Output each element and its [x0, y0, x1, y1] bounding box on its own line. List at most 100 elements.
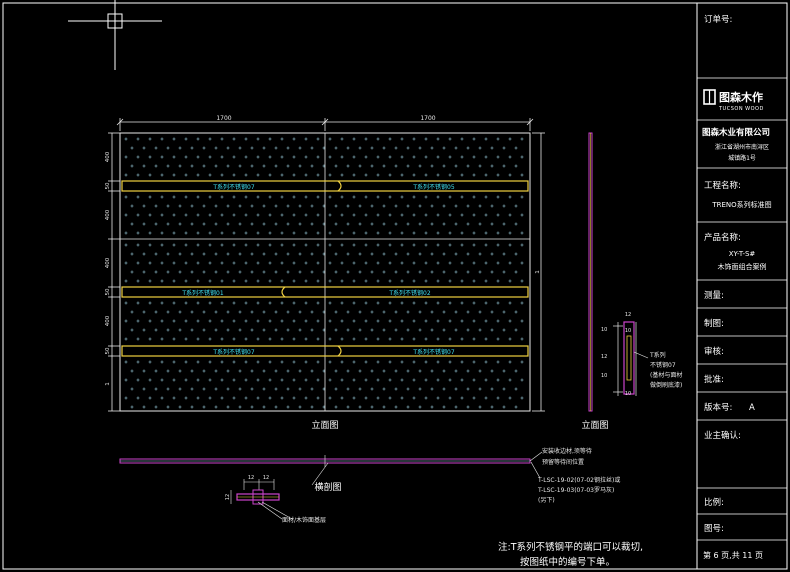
pattern-cross — [358, 387, 362, 391]
strip-3-left-label: T系列不锈钢07 — [212, 348, 254, 356]
pattern-cross — [364, 378, 368, 382]
footer-note-line2: 按图纸中的编号下单。 — [520, 556, 615, 568]
pattern-cross — [190, 252, 194, 256]
pattern-cross — [214, 270, 218, 274]
pattern-cross — [154, 204, 158, 208]
pattern-cross — [472, 279, 476, 283]
pattern-cross — [358, 252, 362, 256]
left-dimension — [108, 132, 120, 412]
pattern-cross — [184, 243, 188, 247]
pattern-cross — [214, 328, 218, 332]
elevation-caption: 立面图 — [311, 419, 338, 431]
pattern-cross — [238, 164, 242, 168]
pattern-cross — [472, 301, 476, 305]
pattern-cross — [400, 319, 404, 323]
side-leader — [633, 351, 649, 359]
pattern-cross — [490, 387, 494, 391]
pattern-cross — [250, 310, 254, 314]
pattern-cross — [352, 279, 356, 283]
pattern-cross — [226, 387, 230, 391]
pattern-cross — [436, 213, 440, 217]
pattern-cross — [304, 396, 308, 400]
pattern-cross — [262, 204, 266, 208]
pattern-cross — [232, 279, 236, 283]
left-dim-2: 400 — [105, 209, 111, 220]
pattern-cross — [418, 164, 422, 168]
pattern-cross — [424, 319, 428, 323]
pattern-cross — [208, 231, 212, 235]
pattern-cross — [502, 369, 506, 373]
pattern-cross — [262, 387, 266, 391]
pattern-cross — [370, 252, 374, 256]
pattern-cross — [232, 261, 236, 265]
pattern-cross — [388, 195, 392, 199]
pattern-cross — [502, 387, 506, 391]
pattern-cross — [316, 279, 320, 283]
pattern-cross — [280, 213, 284, 217]
pattern-cross — [268, 301, 272, 305]
codes-note-1: T-LSC-19-02(07-02钢拉丝)或 — [537, 476, 620, 484]
pattern-cross — [208, 279, 212, 283]
pattern-cross — [166, 405, 170, 409]
pattern-cross — [514, 146, 518, 150]
pattern-cross — [244, 378, 248, 382]
pattern-cross — [244, 396, 248, 400]
pattern-cross — [220, 137, 224, 141]
section-caption: 横剖图 — [314, 481, 341, 493]
pattern-cross — [232, 319, 236, 323]
pattern-cross — [352, 173, 356, 177]
pattern-cross — [166, 204, 170, 208]
pattern-cross — [286, 270, 290, 274]
pattern-cross — [514, 328, 518, 332]
pattern-cross — [472, 173, 476, 177]
pattern-cross — [250, 328, 254, 332]
pattern-cross — [136, 337, 140, 341]
pattern-cross — [256, 396, 260, 400]
pattern-cross — [220, 319, 224, 323]
pattern-cross — [154, 310, 158, 314]
side-note-2: (基材与面材 — [650, 371, 682, 379]
pattern-cross — [142, 164, 146, 168]
pattern-cross — [340, 319, 344, 323]
pattern-cross — [220, 213, 224, 217]
pattern-cross — [358, 270, 362, 274]
pattern-cross — [280, 231, 284, 235]
pattern-cross — [124, 173, 128, 177]
pattern-cross — [328, 231, 332, 235]
pattern-cross — [376, 279, 380, 283]
pattern-cross — [130, 405, 134, 409]
pattern-cross — [448, 155, 452, 159]
pattern-cross — [196, 195, 200, 199]
pattern-cross — [244, 173, 248, 177]
logo-cn: 图森木作 — [719, 90, 763, 104]
pattern-cross — [328, 378, 332, 382]
company-logo: 图森木作 TUCSON WOOD — [703, 89, 763, 112]
pattern-cross — [412, 337, 416, 341]
pattern-cross — [472, 396, 476, 400]
pattern-cross — [442, 310, 446, 314]
pattern-cross — [340, 337, 344, 341]
pattern-cross — [352, 360, 356, 364]
pattern-cross — [388, 360, 392, 364]
pattern-cross — [124, 396, 128, 400]
pattern-cross — [268, 231, 272, 235]
pattern-cross — [418, 204, 422, 208]
pattern-cross — [358, 328, 362, 332]
pattern-cross — [310, 222, 314, 226]
pattern-cross — [196, 301, 200, 305]
codes-leader — [530, 461, 541, 479]
pattern-cross — [142, 387, 146, 391]
pattern-cross — [496, 396, 500, 400]
pattern-cross — [316, 155, 320, 159]
pattern-cross — [430, 270, 434, 274]
pattern-cross — [136, 231, 140, 235]
pattern-cross — [208, 378, 212, 382]
pattern-cross — [292, 279, 296, 283]
pattern-cross — [316, 173, 320, 177]
dim-top-left: 1700 — [216, 115, 231, 122]
pattern-cross — [430, 369, 434, 373]
pattern-cross — [208, 360, 212, 364]
pattern-cross — [202, 222, 206, 226]
pattern-cross — [232, 378, 236, 382]
pattern-cross — [220, 261, 224, 265]
